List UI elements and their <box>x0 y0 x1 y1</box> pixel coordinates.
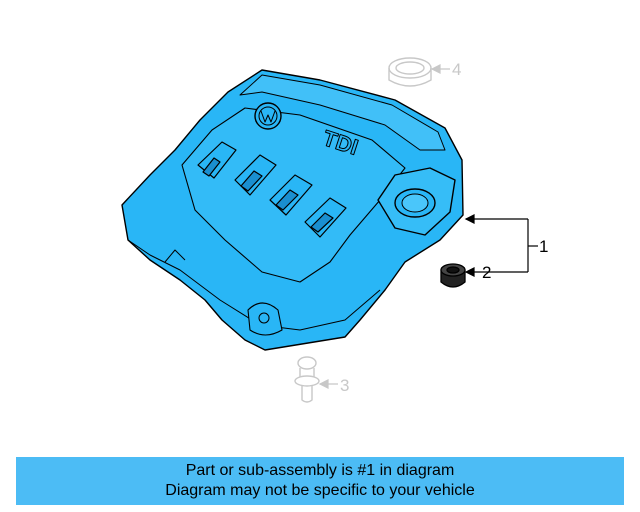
bolt-part-3[interactable] <box>294 356 320 403</box>
seal-ring-part-4[interactable] <box>388 57 432 87</box>
cylinder-ribs <box>197 141 347 238</box>
callout-1: 1 <box>539 237 548 256</box>
leader-lines <box>464 214 538 277</box>
vw-logo-icon <box>254 102 282 130</box>
callout-4: 4 <box>452 60 461 79</box>
oil-fill-cap-icon <box>377 167 456 236</box>
callout-2: 2 <box>482 263 491 282</box>
callout-3: 3 <box>340 376 349 395</box>
engine-cover[interactable]: TDI <box>121 69 464 351</box>
banner-line-2: Diagram may not be specific to your vehi… <box>165 482 475 499</box>
info-banner: Part or sub-assembly is #1 in diagram Di… <box>16 457 624 505</box>
grommet-part-2[interactable] <box>440 263 466 288</box>
banner-line-1: Part or sub-assembly is #1 in diagram <box>185 462 455 479</box>
parts-diagram: TDI <box>121 57 548 403</box>
ghost-leader-lines <box>318 64 450 389</box>
